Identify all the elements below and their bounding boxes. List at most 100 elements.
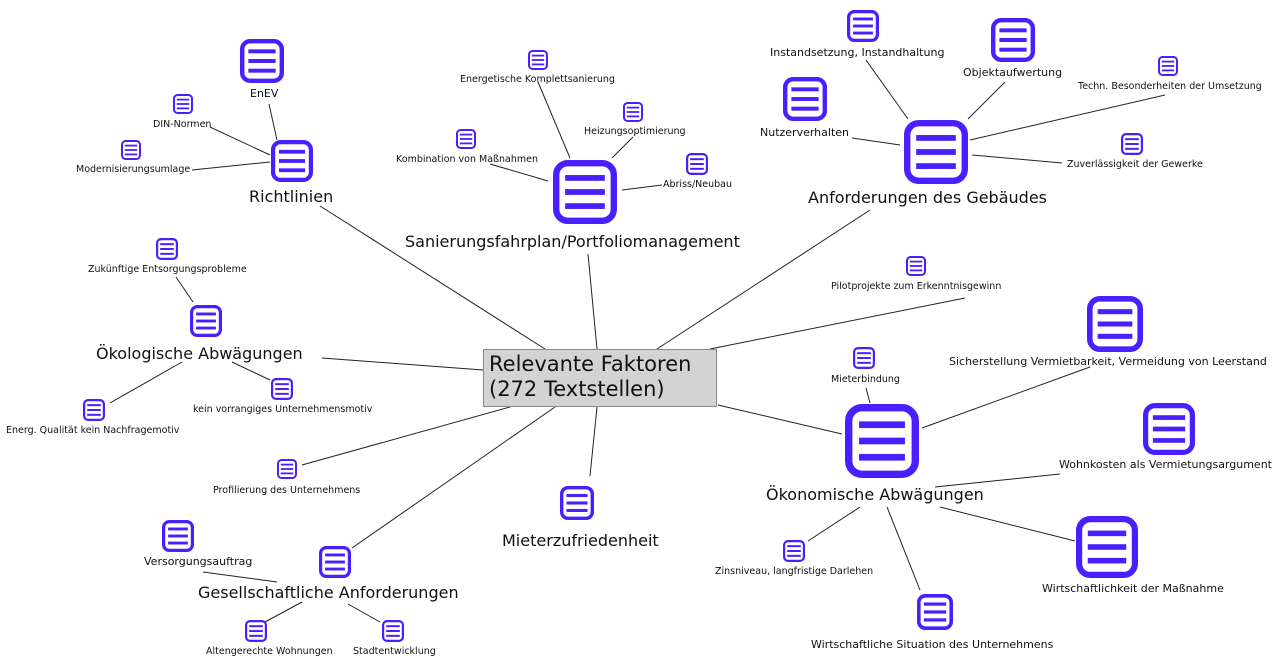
central-topic-line2: (272 Textstellen)	[489, 377, 665, 401]
document-icon-mieterbindung[interactable]	[852, 347, 875, 370]
document-icon-nutzerverhalten[interactable]	[783, 76, 828, 121]
document-icon-richtlinien[interactable]	[271, 140, 314, 183]
leaf-abriss-label[interactable]: Abriss/Neubau	[663, 179, 733, 190]
document-icon-zinsniveau[interactable]	[782, 539, 805, 562]
document-icon-anforderungen[interactable]	[904, 119, 969, 184]
edge-center-mieterzufriedenheit	[589, 406, 598, 477]
edge-mieterbindung	[865, 387, 871, 404]
leaf-entsorgung-label[interactable]: Zukünftige Entsorgungsprobleme	[88, 264, 247, 275]
document-icon-altengerecht[interactable]	[245, 619, 268, 642]
edge-sicherstellung	[921, 366, 1091, 429]
document-icon-sicherstellung[interactable]	[1087, 295, 1144, 352]
edge-kein	[231, 361, 271, 381]
edge-situation	[886, 506, 921, 591]
document-icon-gesellschaftliche[interactable]	[319, 545, 352, 578]
document-icon-sanierung[interactable]	[553, 159, 618, 224]
leaf-instandsetzung-label[interactable]: Instandsetzung, Instandhaltung	[770, 46, 945, 59]
document-icon-din-normen[interactable]	[173, 94, 193, 114]
leaf-versorgungsauftrag-label[interactable]: Versorgungsauftrag	[144, 555, 253, 568]
edge-entsorgung	[175, 276, 194, 303]
edge-instandsetzung	[865, 59, 909, 120]
leaf-heizung-label[interactable]: Heizungsoptimierung	[584, 126, 686, 137]
leaf-kein-vorrangiges-label[interactable]: kein vorrangiges Unternehmensmotiv	[193, 404, 373, 415]
edge-din	[209, 126, 271, 156]
branch-richtlinien-label[interactable]: Richtlinien	[249, 187, 334, 206]
document-icon-situation[interactable]	[916, 593, 953, 630]
edge-center-pilotprojekte	[709, 297, 966, 350]
document-icon-objektaufwertung[interactable]	[991, 18, 1036, 62]
central-topic[interactable]: Relevante Faktoren (272 Textstellen)	[483, 349, 717, 407]
edge-stadt	[347, 603, 381, 623]
leaf-mieterbindung-label[interactable]: Mieterbindung	[831, 374, 900, 385]
edge-zuverlaessig	[971, 154, 1063, 164]
leaf-energetische-label[interactable]: Energetische Komplettsanierung	[460, 74, 615, 85]
document-icon-kombination[interactable]	[456, 129, 476, 149]
document-icon-abriss[interactable]	[685, 153, 708, 176]
leaf-pilotprojekte-label[interactable]: Pilotprojekte zum Erkenntnisgewinn	[831, 281, 1002, 292]
document-icon-stadt[interactable]	[382, 619, 405, 642]
leaf-energ-qualitaet-label[interactable]: Energ. Qualität kein Nachfragemotiv	[6, 425, 180, 436]
document-icon-heizung[interactable]	[623, 102, 643, 122]
leaf-altengerechte-label[interactable]: Altengerechte Wohnungen	[206, 646, 333, 657]
edge-versorgung	[202, 571, 278, 583]
leaf-zuverlaessigkeit-label[interactable]: Zuverlässigkeit der Gewerke	[1067, 159, 1203, 170]
edge-techn	[969, 94, 1166, 141]
edge-nutzer	[851, 137, 901, 146]
branch-mieterzufriedenheit-label[interactable]: Mieterzufriedenheit	[502, 531, 659, 550]
leaf-objektaufwertung-label[interactable]: Objektaufwertung	[963, 66, 1063, 79]
branch-gesellschaftliche-label[interactable]: Gesellschaftliche Anforderungen	[198, 583, 459, 602]
branch-oekonomische-label[interactable]: Ökonomische Abwägungen	[766, 485, 984, 504]
leaf-kombination-label[interactable]: Kombination von Maßnahmen	[396, 154, 539, 165]
leaf-sicherstellung-label[interactable]: Sicherstellung Vermietbarkeit, Vermeidun…	[949, 355, 1267, 368]
leaf-zinsniveau-label[interactable]: Zinsniveau, langfristige Darlehen	[715, 566, 874, 577]
edge-objekt	[967, 81, 1006, 120]
document-icon-oekonomische[interactable]	[845, 404, 920, 479]
edge-modernisierung	[191, 161, 271, 171]
document-icon-energetische[interactable]	[528, 50, 548, 70]
document-icon-versorgung[interactable]	[162, 519, 195, 552]
edge-zinsniveau	[807, 506, 861, 542]
edge-wohnkosten	[934, 473, 1061, 488]
leaf-stadtentwicklung-label[interactable]: Stadtentwicklung	[353, 646, 436, 657]
leaf-techn-label[interactable]: Techn. Besonderheiten der Umsetzung	[1078, 81, 1262, 92]
leaf-din-normen-label[interactable]: DIN-Normen	[153, 119, 212, 130]
document-icon-energ[interactable]	[82, 399, 105, 422]
document-icon-entsorgung[interactable]	[156, 238, 179, 261]
branch-anforderungen-label[interactable]: Anforderungen des Gebäudes	[808, 188, 1047, 207]
leaf-modernisierungsumlage-label[interactable]: Modernisierungsumlage	[76, 164, 191, 175]
document-icon-mieterzufriedenheit[interactable]	[560, 486, 595, 521]
leaf-wohnkosten-label[interactable]: Wohnkosten als Vermietungsargument	[1059, 458, 1272, 471]
leaf-enev-label[interactable]: EnEV	[250, 87, 279, 100]
leaf-nutzerverhalten-label[interactable]: Nutzerverhalten	[760, 126, 850, 139]
edge-center-sanierung	[587, 253, 598, 350]
edge-center-anforderungen	[656, 209, 871, 350]
edge-center-profilierung	[301, 406, 511, 466]
document-icon-modernisierung[interactable]	[121, 140, 141, 160]
leaf-situation-label[interactable]: Wirtschaftliche Situation des Unternehme…	[811, 638, 1054, 651]
document-icon-wirtschaftlichkeit[interactable]	[1075, 515, 1138, 578]
document-icon-enev[interactable]	[239, 39, 284, 83]
document-icon-techn[interactable]	[1158, 56, 1178, 76]
edge-center-gesellschaftliche	[351, 406, 556, 549]
document-icon-zuverlaessigkeit[interactable]	[1120, 133, 1143, 156]
edge-center-richtlinien	[319, 205, 546, 350]
document-icon-kein-vorrangiges[interactable]	[271, 378, 294, 401]
edge-center-oekonomische	[717, 404, 843, 435]
branch-oekologische-label[interactable]: Ökologische Abwägungen	[96, 344, 303, 363]
leaf-profilierung-label[interactable]: Profilierung des Unternehmens	[213, 485, 361, 496]
leaf-wirtschaftlichkeit-label[interactable]: Wirtschaftlichkeit der Maßnahme	[1042, 582, 1224, 595]
edge-enev	[268, 103, 278, 141]
document-icon-pilotprojekte[interactable]	[906, 256, 926, 276]
document-icon-instandsetzung[interactable]	[846, 10, 879, 42]
document-icon-profilierung[interactable]	[277, 459, 297, 479]
document-icon-wohnkosten[interactable]	[1142, 403, 1195, 456]
branch-sanierung-label[interactable]: Sanierungsfahrplan/Portfoliomanagement	[405, 232, 740, 251]
document-icon-oekologische[interactable]	[190, 305, 223, 338]
edge-kombination	[489, 163, 549, 182]
edge-abriss	[621, 184, 663, 191]
edge-center-oekologische	[321, 357, 484, 371]
edge-heizung	[611, 136, 634, 159]
central-topic-line1: Relevante Faktoren	[489, 352, 692, 376]
